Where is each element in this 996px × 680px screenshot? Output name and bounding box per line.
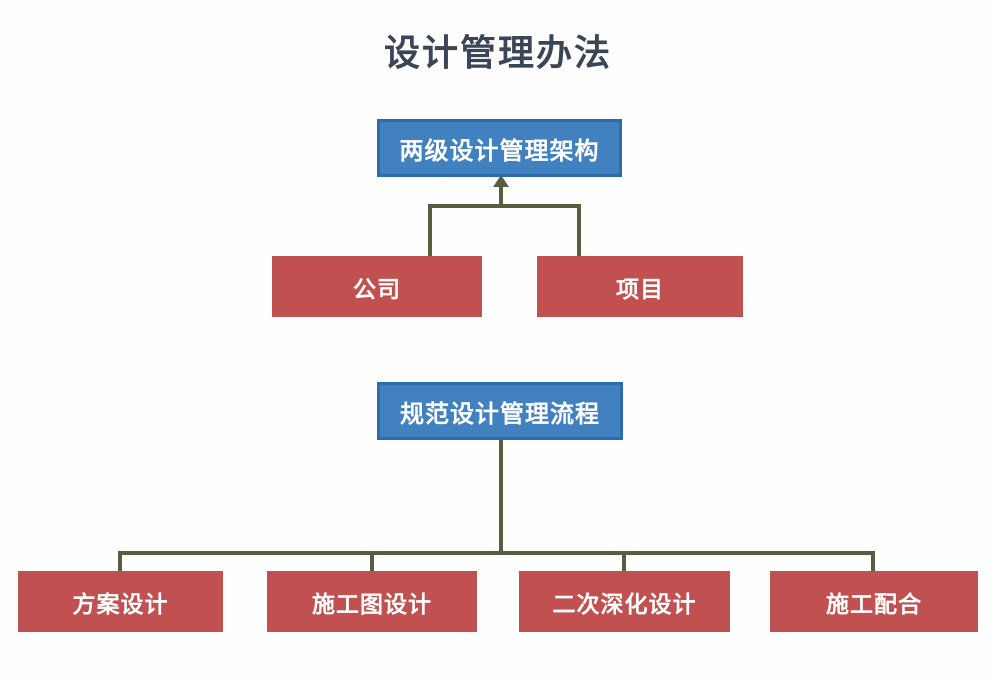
node-process-root: 规范设计管理流程 <box>377 382 623 440</box>
connector-drop-scheme-design <box>118 551 122 579</box>
connector-drop-project <box>577 204 581 266</box>
connector-process-trunk <box>499 438 503 553</box>
node-scheme-design: 方案设计 <box>18 571 223 632</box>
node-company: 公司 <box>272 256 482 317</box>
connector-arrow-line <box>499 186 503 208</box>
page-title: 设计管理办法 <box>383 32 612 73</box>
connector-drop-construction-cooperation <box>871 551 875 579</box>
connector-horizontal-architecture <box>428 204 581 208</box>
connector-horizontal-process <box>118 551 875 555</box>
connector-drop-company <box>428 204 432 266</box>
connector-drop-secondary-design <box>622 551 626 579</box>
node-construction-cooperation: 施工配合 <box>770 571 978 632</box>
node-construction-drawing-design: 施工图设计 <box>267 571 477 632</box>
node-architecture-root: 两级设计管理架构 <box>377 119 622 177</box>
node-secondary-deepening-design: 二次深化设计 <box>519 571 730 632</box>
connector-drop-construction-drawing <box>370 551 374 579</box>
arrow-up-icon <box>493 175 509 187</box>
node-project: 项目 <box>537 256 743 317</box>
